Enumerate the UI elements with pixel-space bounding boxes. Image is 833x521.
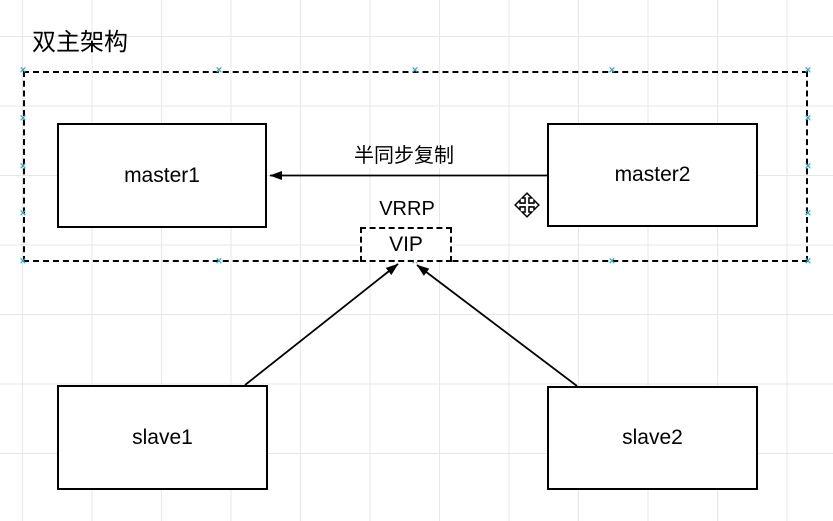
node-master1-label: master1 — [124, 163, 200, 187]
edge-label-vrrp[interactable]: VRRP — [379, 198, 435, 220]
node-slave2-label: slave2 — [622, 426, 683, 449]
node-master2-label: master2 — [614, 163, 691, 186]
diagram-title[interactable]: 双主架构 — [32, 29, 128, 56]
edge-label-replication[interactable]: 半同步复制 — [352, 145, 456, 168]
node-slave1-label: slave1 — [132, 425, 193, 449]
node-slave2[interactable]: slave2 — [547, 386, 758, 490]
node-master2[interactable]: master2 — [547, 123, 758, 227]
node-master1[interactable]: master1 — [57, 123, 267, 228]
edge-slave2-to-vip[interactable] — [416, 264, 578, 387]
edge-slave1-to-vip[interactable] — [244, 263, 399, 386]
node-slave1[interactable]: slave1 — [57, 385, 268, 490]
node-vip[interactable]: VIP — [360, 227, 452, 262]
node-vip-label: VIP — [389, 232, 423, 256]
